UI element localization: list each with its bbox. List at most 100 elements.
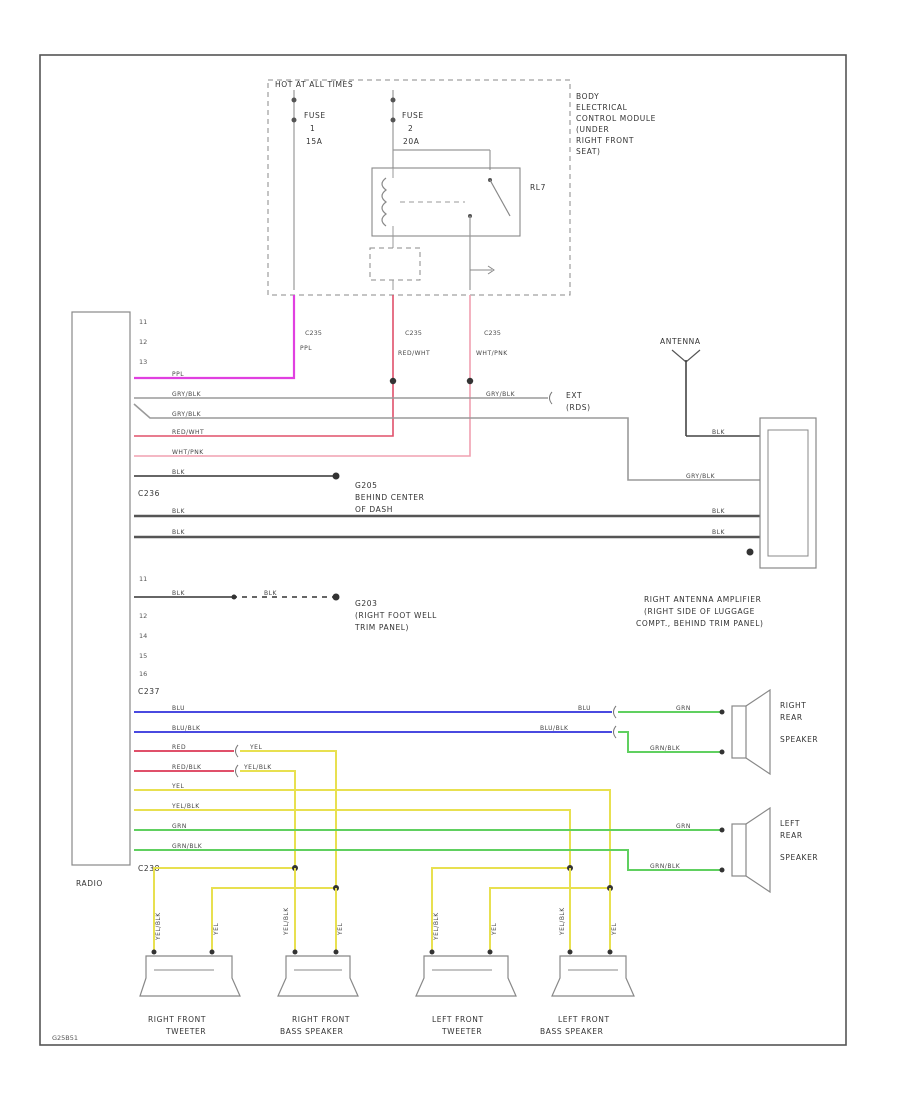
lf-bass-speaker: LEFT FRONT BASS SPEAKER — [540, 949, 635, 1036]
svg-text:RL7: RL7 — [530, 183, 546, 192]
svg-text:GRY/BLK: GRY/BLK — [172, 411, 202, 418]
wire-ppl: PPL PPL — [134, 295, 312, 380]
relay-rl7: RL7 — [369, 167, 546, 290]
wire-blk-coax-1: BLK BLK — [134, 508, 760, 518]
svg-text:YEL: YEL — [611, 923, 618, 936]
svg-text:1: 1 — [310, 124, 315, 133]
rf-tweeter: RIGHT FRONT TWEETER — [139, 949, 241, 1036]
wire-red-wht: RED/WHT RED/WHT — [134, 295, 430, 437]
svg-text:BLU: BLU — [172, 705, 185, 712]
svg-text:GRN/BLK: GRN/BLK — [172, 843, 203, 850]
svg-text:BLK: BLK — [172, 508, 185, 515]
bcm-connector-2: C235 — [405, 329, 422, 337]
connector-c236: C236 — [138, 489, 160, 498]
svg-text:16: 16 — [139, 670, 147, 678]
svg-text:BLK: BLK — [172, 590, 185, 597]
svg-text:YEL/BLK: YEL/BLK — [283, 907, 290, 936]
svg-text:COMPT., BEHIND TRIM PANEL): COMPT., BEHIND TRIM PANEL) — [636, 619, 764, 628]
fuse-1: FUSE 1 15A — [291, 90, 326, 290]
svg-text:11: 11 — [139, 575, 147, 583]
svg-text:SPEAKER: SPEAKER — [780, 853, 818, 862]
svg-text:GRY/BLK: GRY/BLK — [172, 391, 202, 398]
left-rear-speaker: LEFT REAR SPEAKER — [719, 806, 818, 894]
svg-text:2: 2 — [408, 124, 413, 133]
svg-text:BASS SPEAKER: BASS SPEAKER — [540, 1027, 603, 1036]
svg-text:RIGHT FRONT: RIGHT FRONT — [576, 136, 634, 145]
svg-text:EXT: EXT — [566, 391, 582, 400]
svg-text:FUSE: FUSE — [402, 111, 424, 120]
svg-text:(RIGHT SIDE OF LUGGAGE: (RIGHT SIDE OF LUGGAGE — [644, 607, 755, 616]
svg-text:BLU/BLK: BLU/BLK — [540, 725, 569, 732]
svg-text:14: 14 — [139, 632, 147, 640]
svg-text:BLU: BLU — [578, 705, 591, 712]
svg-text:BLK: BLK — [264, 590, 277, 597]
wire-blk-g203: BLK BLK G203 (RIGHT FOOT WELL TRIM PANEL… — [134, 590, 437, 632]
svg-text:YEL/BLK: YEL/BLK — [155, 912, 162, 941]
svg-text:PPL: PPL — [300, 345, 312, 352]
svg-text:BLK: BLK — [172, 469, 185, 476]
svg-text:BLU/BLK: BLU/BLK — [172, 725, 201, 732]
svg-text:SPEAKER: SPEAKER — [780, 735, 818, 744]
svg-text:TWEETER: TWEETER — [165, 1027, 206, 1036]
lf-tweeter-wires — [431, 865, 613, 950]
bcm-connector-3: C235 — [484, 329, 501, 337]
radio-pin-numbers: 11 12 13 11 12 14 15 16 — [139, 318, 147, 678]
svg-text:WHT/PNK: WHT/PNK — [476, 350, 508, 357]
right-rear-speaker: RIGHT REAR SPEAKER — [719, 688, 818, 776]
svg-text:(RDS): (RDS) — [566, 403, 591, 412]
svg-text:YEL/BLK: YEL/BLK — [171, 803, 200, 810]
wire-gry-blk-ext: GRY/BLK GRY/BLK EXT (RDS) — [134, 391, 591, 412]
wire-yel-blk: YEL/BLK — [134, 803, 571, 868]
wire-blk-g205: BLK G205 BEHIND CENTER OF DASH — [134, 469, 424, 514]
svg-text:BLK: BLK — [712, 508, 725, 515]
svg-text:YEL/BLK: YEL/BLK — [243, 764, 272, 771]
svg-text:RED/WHT: RED/WHT — [172, 429, 204, 436]
svg-text:12: 12 — [139, 338, 147, 346]
wire-blu: BLU BLU GRN — [134, 705, 720, 719]
svg-text:G205: G205 — [355, 481, 378, 490]
rf-tweeter-wires — [153, 865, 339, 950]
svg-text:YEL: YEL — [213, 923, 220, 936]
svg-text:OF DASH: OF DASH — [355, 505, 393, 514]
svg-text:BLK: BLK — [712, 529, 725, 536]
svg-text:ELECTRICAL: ELECTRICAL — [576, 103, 628, 112]
svg-text:TWEETER: TWEETER — [441, 1027, 482, 1036]
svg-text:PPL: PPL — [172, 371, 184, 378]
svg-text:GRN/BLK: GRN/BLK — [650, 745, 681, 752]
wire-wht-pnk: WHT/PNK WHT/PNK — [134, 295, 508, 457]
svg-text:CONTROL MODULE: CONTROL MODULE — [576, 114, 656, 123]
radio-label: RADIO — [76, 879, 103, 888]
bcm-connector-1: C235 — [305, 329, 322, 337]
svg-text:REAR: REAR — [780, 713, 803, 722]
svg-text:15: 15 — [139, 652, 147, 660]
svg-text:GRY/BLK: GRY/BLK — [486, 391, 516, 398]
svg-text:BLK: BLK — [172, 529, 185, 536]
wire-blk-coax-2: BLK BLK — [134, 529, 760, 539]
svg-text:RIGHT ANTENNA AMPLIFIER: RIGHT ANTENNA AMPLIFIER — [644, 595, 761, 604]
svg-text:GRN: GRN — [676, 823, 691, 830]
diagram-frame — [39, 54, 847, 1046]
svg-text:(UNDER: (UNDER — [576, 125, 609, 134]
svg-text:BLK: BLK — [712, 429, 725, 436]
fuse-2: FUSE 2 20A — [390, 90, 491, 170]
svg-text:RED/WHT: RED/WHT — [398, 350, 430, 357]
wire-red-blk: RED/BLK YEL/BLK — [134, 764, 296, 868]
svg-text:GRY/BLK: GRY/BLK — [686, 473, 716, 480]
svg-text:TRIM PANEL): TRIM PANEL) — [354, 623, 409, 632]
svg-text:GRN/BLK: GRN/BLK — [650, 863, 681, 870]
svg-text:YEL: YEL — [249, 744, 262, 751]
svg-text:YEL/BLK: YEL/BLK — [433, 912, 440, 941]
svg-text:LEFT FRONT: LEFT FRONT — [558, 1015, 610, 1024]
svg-text:YEL: YEL — [171, 783, 184, 790]
svg-text:BEHIND CENTER: BEHIND CENTER — [355, 493, 424, 502]
wire-grn-blk: GRN/BLK GRN/BLK — [134, 843, 720, 871]
hot-at-all-times-label: HOT AT ALL TIMES — [275, 80, 353, 89]
svg-text:20A: 20A — [403, 137, 420, 146]
svg-text:FUSE: FUSE — [304, 111, 326, 120]
svg-text:12: 12 — [139, 612, 147, 620]
rf-bass-speaker: RIGHT FRONT BASS SPEAKER — [277, 949, 359, 1036]
svg-text:GRN: GRN — [172, 823, 187, 830]
connector-c238: C238 — [138, 864, 160, 873]
bcm-dashed-box — [267, 79, 571, 296]
